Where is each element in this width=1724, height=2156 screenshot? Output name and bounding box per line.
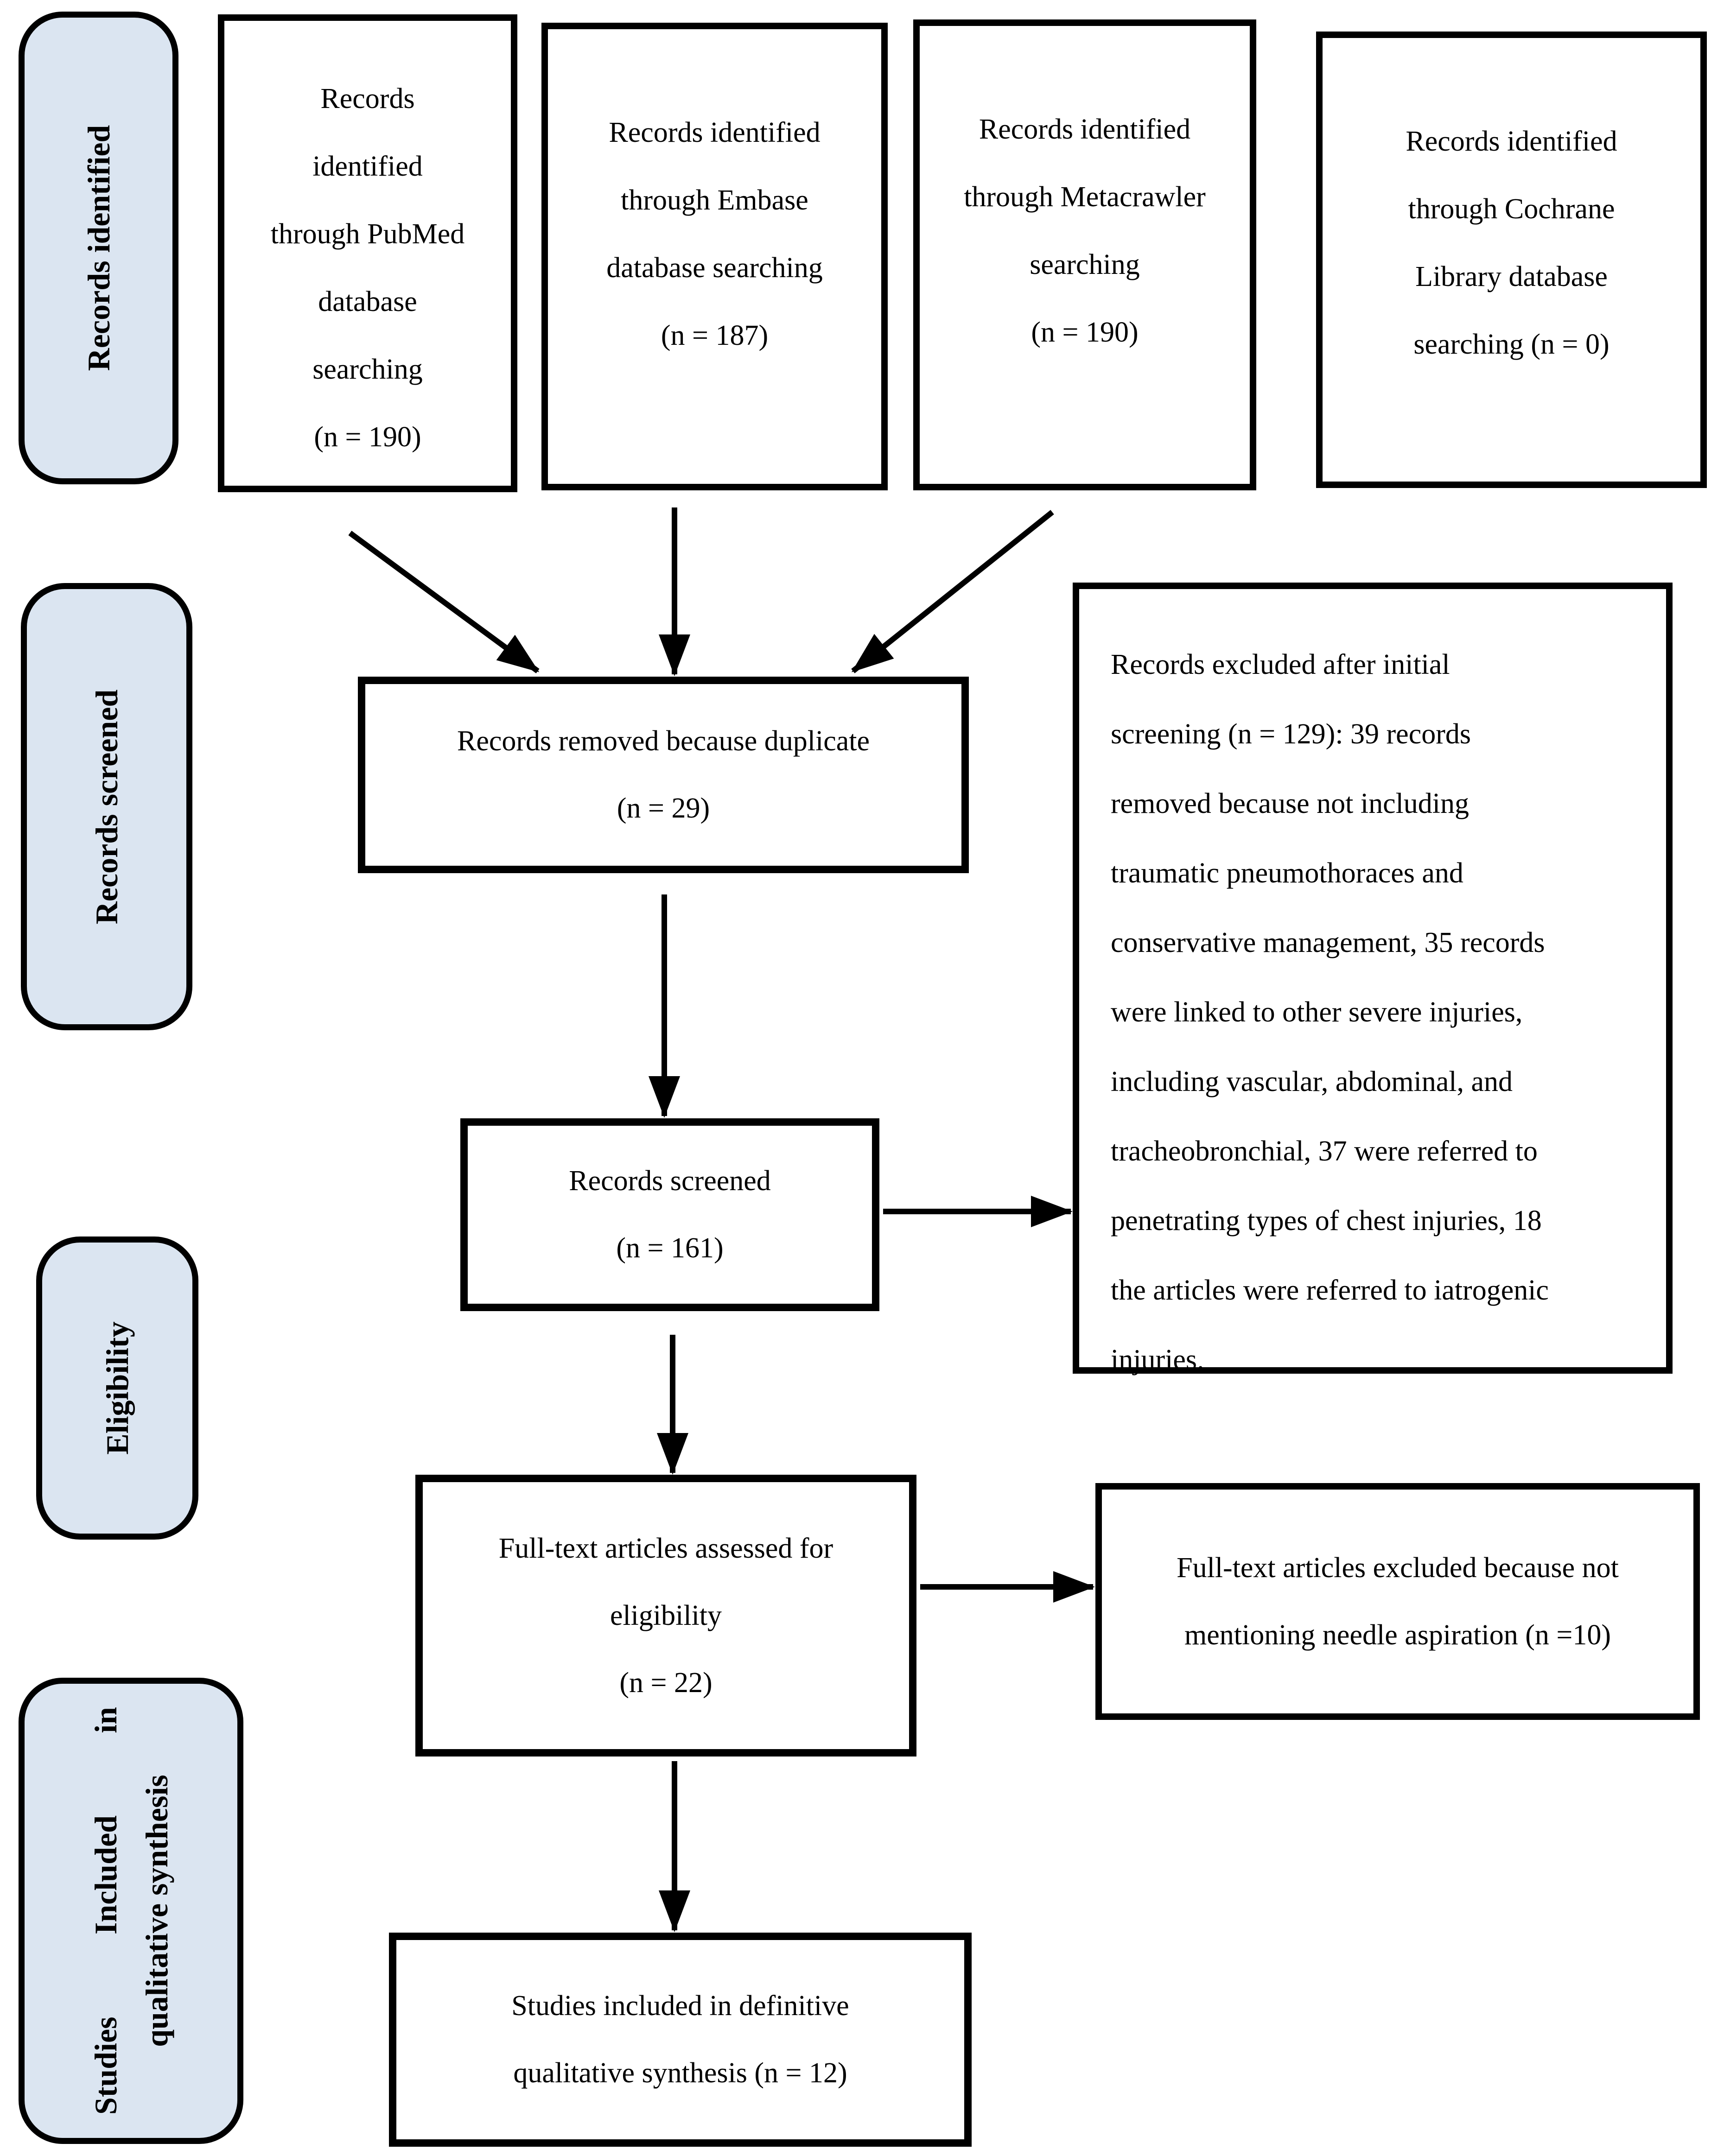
box-line: through Cochrane xyxy=(1408,193,1615,225)
box-line: including vascular, abdominal, and xyxy=(1111,1066,1513,1097)
box-line: searching (n = 0) xyxy=(1413,329,1609,360)
box-line: conservative management, 35 records xyxy=(1111,927,1545,958)
box-records-excluded: Records excluded after initial screening… xyxy=(1073,583,1673,1376)
box-line: were linked to other severe injuries, xyxy=(1111,996,1523,1028)
box-line: (n = 29) xyxy=(617,793,710,824)
box-line: (n = 190) xyxy=(314,421,421,453)
box-line: Records xyxy=(320,83,415,114)
box-line: mentioning needle aspiration (n =10) xyxy=(1184,1619,1611,1651)
box-line: database xyxy=(318,286,417,317)
box-line: eligibility xyxy=(610,1599,722,1631)
box-line: searching xyxy=(1030,249,1140,280)
box-line: through PubMed xyxy=(270,218,465,250)
box-fulltext-excluded: Full-text articles excluded because not … xyxy=(1095,1483,1700,1720)
box-records-screened: Records screened (n = 161) xyxy=(460,1118,879,1311)
box-line: (n = 187) xyxy=(661,320,769,351)
stage-pill-studies-included: Studies Included in qualitative synthesi… xyxy=(19,1678,243,2144)
box-line: penetrating types of chest injuries, 18 xyxy=(1111,1205,1542,1237)
box-line: tracheobronchial, 37 were referred to xyxy=(1111,1135,1538,1167)
box-line: Studies included in definitive xyxy=(511,1990,849,2022)
box-cochrane-records: Records identified through Cochrane Libr… xyxy=(1316,32,1707,488)
box-line: injuries. xyxy=(1111,1344,1204,1376)
box-embase-records: Records identified through Embase databa… xyxy=(541,23,888,490)
arrow-pubmed-to-duplicates xyxy=(348,531,540,673)
box-line: Full-text articles excluded because not xyxy=(1177,1552,1619,1584)
box-line: Full-text articles assessed for xyxy=(498,1532,833,1564)
box-line: Records removed because duplicate xyxy=(457,725,870,757)
box-line: database searching xyxy=(606,252,823,284)
box-line: (n = 190) xyxy=(1031,317,1139,348)
box-line: through Metacrawler xyxy=(964,181,1206,213)
stage-pill-records-screened: Records screened xyxy=(21,583,192,1030)
box-line: through Embase xyxy=(621,184,808,216)
arrow-metacrawler-to-duplicates xyxy=(851,510,1054,673)
box-line: Records identified xyxy=(609,117,821,148)
stage-pill-eligibility: Eligibility xyxy=(36,1237,198,1540)
box-duplicates-removed: Records removed because duplicate (n = 2… xyxy=(358,677,969,873)
box-line: Records screened xyxy=(569,1165,771,1197)
box-line: (n = 22) xyxy=(619,1667,713,1699)
box-line: screening (n = 129): 39 records xyxy=(1111,718,1471,750)
box-fulltext-assessed: Full-text articles assessed for eligibil… xyxy=(415,1475,916,1757)
box-studies-included: Studies included in definitive qualitati… xyxy=(389,1933,972,2147)
stage-pill-records-identified: Records identified xyxy=(19,12,178,484)
box-line: qualitative synthesis (n = 12) xyxy=(513,2057,847,2089)
box-line: (n = 161) xyxy=(616,1232,724,1264)
box-line: searching xyxy=(312,354,423,385)
box-pubmed-records: Records identified through PubMed databa… xyxy=(218,14,517,492)
box-line: Records identified xyxy=(1406,126,1617,157)
box-line: the articles were referred to iatrogenic xyxy=(1111,1275,1549,1306)
box-metacrawler-records: Records identified through Metacrawler s… xyxy=(913,19,1256,490)
box-line: traumatic pneumothoraces and xyxy=(1111,857,1463,889)
box-line: identified xyxy=(312,151,423,182)
box-line: Records identified xyxy=(979,114,1191,145)
box-line: removed because not including xyxy=(1111,788,1470,819)
box-line: Library database xyxy=(1415,261,1608,292)
box-line: Records excluded after initial xyxy=(1111,649,1450,680)
